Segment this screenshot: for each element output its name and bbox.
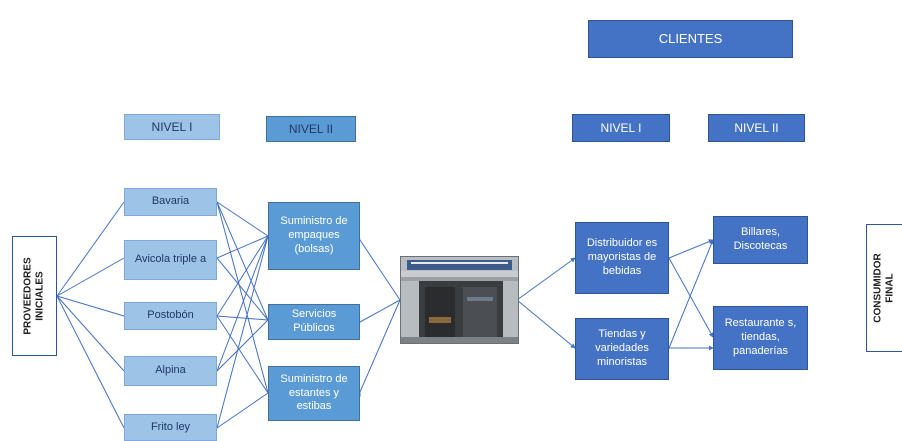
provider-postobon: Postobón	[124, 302, 217, 330]
provider-suministro-estantes: Suministro de estantes y estibas	[268, 366, 360, 421]
proveedores-nivel1-header: NIVEL I	[124, 114, 220, 140]
provider-avicola: Avicola triple a	[124, 240, 217, 280]
clientes-nivel2-header: NIVEL II	[708, 114, 805, 142]
consumidor-final-label: CONSUMIDOR FINAL	[866, 224, 902, 352]
client-tiendas-variedades: Tiendas y variedades minoristas	[575, 318, 669, 380]
clientes-nivel1-header: NIVEL I	[572, 114, 670, 142]
consumidor-final-text: CONSUMIDOR FINAL	[872, 253, 896, 323]
clientes-header: CLIENTES	[588, 20, 793, 58]
proveedores-nivel2-header: NIVEL II	[266, 116, 356, 142]
client-distribuidores: Distribuidor es mayoristas de bebidas	[575, 222, 669, 294]
client-billares-discotecas: Billares, Discotecas	[713, 216, 808, 264]
provider-suministro-empaques: Suministro de empaques (bolsas)	[268, 202, 360, 270]
provider-bavaria: Bavaria	[124, 188, 217, 216]
store-photo	[400, 256, 519, 344]
store-facade-image	[401, 257, 518, 343]
client-restaurantes: Restaurante s, tiendas, panaderías	[713, 306, 808, 370]
provider-frito-ley: Frito ley	[124, 414, 217, 441]
proveedores-iniciales-label: PROVEEDORES INICIALES	[12, 236, 57, 356]
provider-servicios-publicos: Servicios Públicos	[268, 304, 360, 340]
proveedores-iniciales-text: PROVEEDORES INICIALES	[22, 257, 46, 335]
provider-alpina: Alpina	[124, 356, 217, 386]
